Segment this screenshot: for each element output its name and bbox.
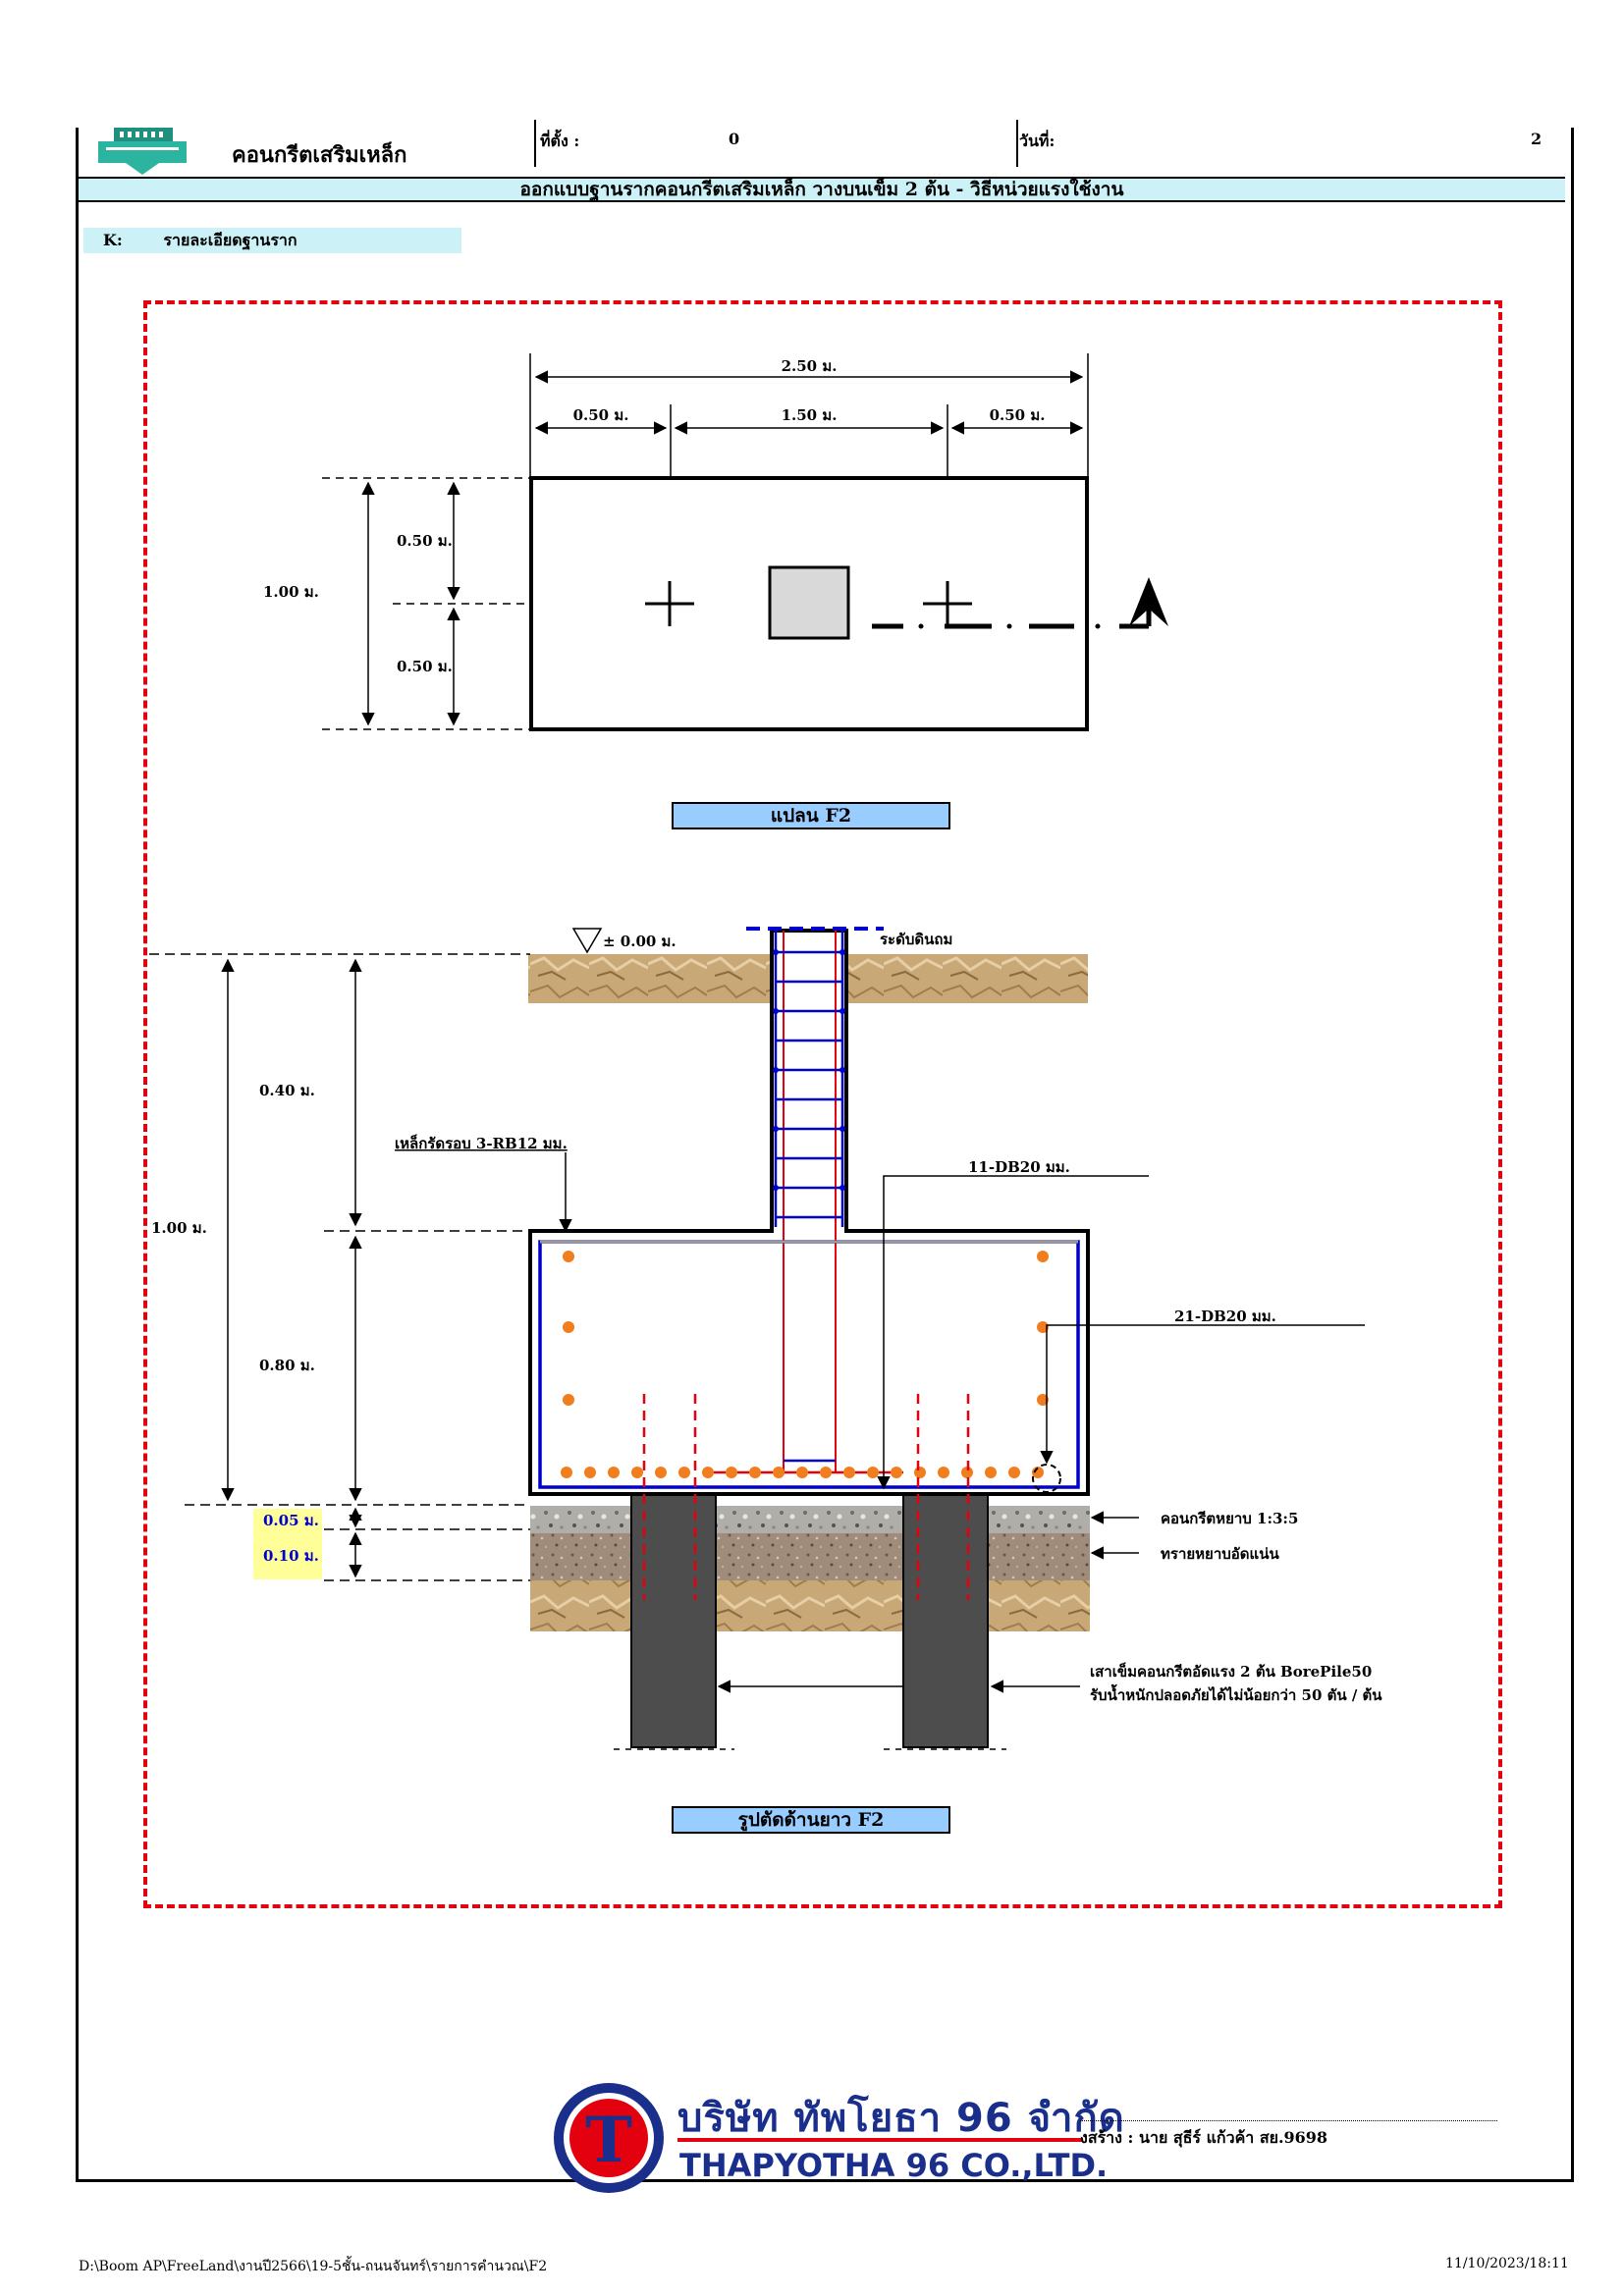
signature-line <box>1080 2120 1497 2121</box>
file-path: D:\Boom AP\FreeLand\งานปี2566\19-5ชั้น-ถ… <box>79 2259 548 2274</box>
pile-left <box>630 1493 717 1748</box>
company-label: คอนกรีตเสริมเหล็ก <box>232 143 407 168</box>
header-divider-2 <box>1016 120 1018 167</box>
plan-view: 2.50 ม. 0.50 ม. 1.50 ม. 0.50 ม. 1.00 ม. … <box>263 353 1168 731</box>
dim-right-edge: 0.50 ม. <box>990 406 1046 424</box>
dim-middle: 1.50 ม. <box>782 406 838 424</box>
stirrup-label: เหล็กรัดรอบ 3-RB12 มม. <box>395 1134 568 1152</box>
logo-divider <box>677 2138 1082 2142</box>
bottom-bar-label: 21-DB20 มม. <box>1174 1308 1276 1325</box>
dim-left-edge: 0.50 ม. <box>573 406 629 424</box>
date-label: วันที่: <box>1019 132 1056 150</box>
section-caption: รูปตัดด้านยาว F2 <box>672 1806 950 1834</box>
section-code: K: <box>103 231 123 249</box>
pile-right <box>902 1493 989 1748</box>
header-divider-1 <box>534 120 536 167</box>
print-timestamp: 11/10/2023/18:11 <box>1445 2256 1569 2271</box>
section-view: ± 0.00 ม. ระดับดินถม 1.00 ม. 0.40 ม. 0.8… <box>149 927 1382 1750</box>
column-stirrups <box>774 931 844 1463</box>
building-logo-icon <box>98 128 187 175</box>
footing-rebar-dots <box>561 1251 1049 1478</box>
ground-level-label: ± 0.00 ม. <box>603 933 677 950</box>
pile-note-line1: เสาเข็มคอนกรีตอัดแรง 2 ต้น BorePile50 <box>1090 1662 1372 1681</box>
dim-total-width: 2.50 ม. <box>782 357 838 375</box>
sheet-border <box>76 128 1574 2182</box>
lean-concrete-label: คอนกรีตหยาบ 1:3:5 <box>1161 1510 1298 1527</box>
dim-top-half: 0.50 ม. <box>397 532 453 550</box>
section-tag: K: รายละเอียดฐานราก <box>83 228 461 253</box>
dim-bottom-half: 0.50 ม. <box>397 658 453 675</box>
pile-marker-icon <box>645 581 972 626</box>
fill-level-label: ระดับดินถม <box>880 931 952 948</box>
signature-text: งสร้าง : นาย สุธีร์ แก้วค้า สย.9698 <box>1080 2128 1328 2147</box>
header: คอนกรีตเสริมเหล็ก ที่ตั้ง : 0 วันที่: 2 <box>79 120 1565 177</box>
dim-lean-concrete: 0.05 ม. <box>263 1512 319 1529</box>
soil-layer-bottom <box>530 1580 1090 1631</box>
lean-concrete-layer <box>530 1506 1090 1533</box>
column-outline <box>768 565 850 640</box>
company-logo-icon: T <box>554 2083 664 2193</box>
section-label: รายละเอียดฐานราก <box>163 231 298 249</box>
location-label: ที่ตั้ง : <box>540 132 580 150</box>
dim-column-stub: 0.40 ม. <box>259 1082 315 1099</box>
page-title: ออกแบบฐานรากคอนกรีตเสริมเหล็ก วางบนเข็ม … <box>79 177 1565 202</box>
location-value: 0 <box>729 130 740 148</box>
dim-highlight <box>253 1509 322 1579</box>
pile-note-line2: รับน้ำหนักปลอดภัยได้ไม่น้อยกว่า 50 ตัน /… <box>1090 1683 1382 1704</box>
plan-caption: แปลน F2 <box>672 802 950 829</box>
drawing-frame <box>143 300 1502 1908</box>
footing-section-outline <box>528 929 1090 1496</box>
dim-total-depth: 1.00 ม. <box>263 583 319 601</box>
date-value: 2 <box>1531 130 1543 148</box>
dim-footing-depth: 0.80 ม. <box>259 1357 315 1374</box>
level-triangle-icon <box>571 928 603 954</box>
sand-label: ทรายหยาบอัดแน่น <box>1161 1545 1279 1563</box>
sand-layer <box>530 1533 1090 1580</box>
dim-total-height: 1.00 ม. <box>151 1219 207 1237</box>
logo-mark-letter: T <box>585 2104 632 2177</box>
company-name-english: THAPYOTHA 96 CO.,LTD. <box>679 2147 1109 2184</box>
dim-sand-bed: 0.10 ม. <box>263 1547 319 1565</box>
top-bar-label: 11-DB20 มม. <box>968 1158 1070 1176</box>
section-arrow-icon <box>1129 577 1168 626</box>
company-name-thai: บริษัท ทัพโยธา 96 จำกัด <box>677 2096 1125 2141</box>
